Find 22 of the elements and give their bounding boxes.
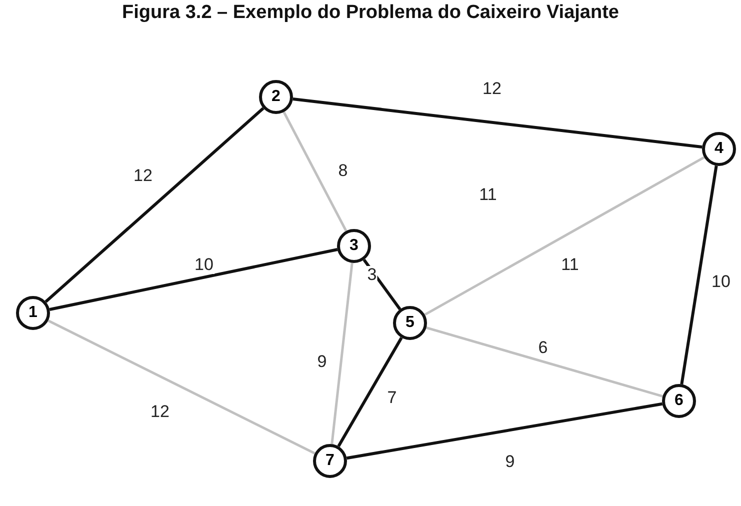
edge-label: 3 bbox=[366, 266, 378, 284]
city-node: 5 bbox=[393, 306, 427, 340]
figure-title: Figura 3.2 – Exemplo do Problema do Caixeiro Viajante bbox=[121, 2, 620, 24]
city-node: 1 bbox=[16, 296, 50, 330]
edge-line bbox=[424, 156, 705, 316]
edge-line bbox=[330, 262, 354, 444]
edge-line bbox=[282, 111, 348, 232]
edge-line bbox=[680, 166, 718, 384]
edge-line bbox=[44, 107, 264, 303]
edge-label: 10 bbox=[194, 256, 214, 274]
edge-line bbox=[337, 336, 403, 448]
edge-line bbox=[362, 258, 402, 310]
edge-line bbox=[49, 248, 338, 311]
city-node: 3 bbox=[337, 229, 371, 263]
edge-line bbox=[292, 98, 702, 148]
city-node: 6 bbox=[662, 384, 696, 418]
edge-line bbox=[426, 326, 664, 398]
city-node: 4 bbox=[702, 132, 736, 166]
edge-line bbox=[48, 319, 316, 455]
edge-line bbox=[346, 402, 662, 460]
city-node: 2 bbox=[259, 80, 293, 114]
city-node: 7 bbox=[313, 444, 347, 478]
